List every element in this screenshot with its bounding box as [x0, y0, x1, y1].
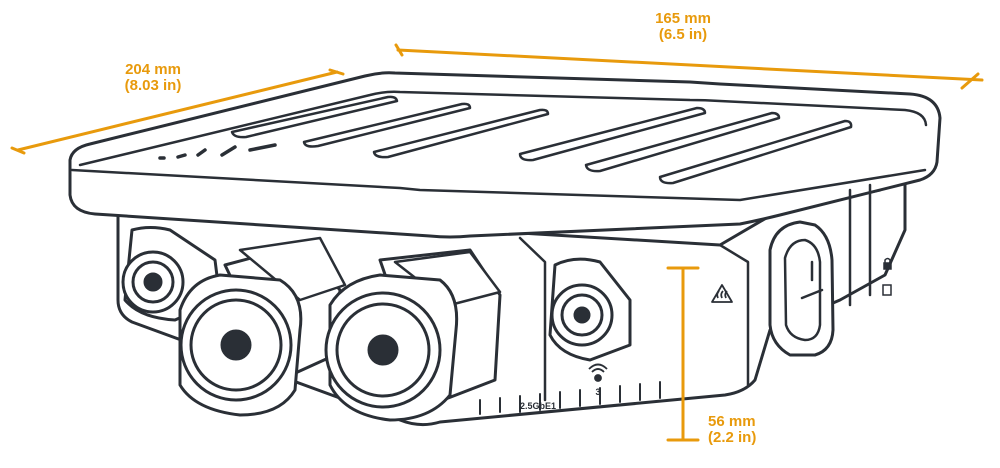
side-mount-bracket	[768, 183, 872, 357]
width-metric: 165 mm	[655, 10, 711, 27]
depth-metric: 204 mm	[125, 61, 181, 78]
hot-surface-warning-icon	[711, 284, 733, 303]
depth-dimension-label: 204 mm (8.03 in)	[98, 62, 208, 94]
width-imperial: (6.5 in)	[658, 26, 708, 43]
width-dimension-label: 165 mm (6.5 in)	[628, 11, 738, 43]
lid-logo-dots	[158, 143, 277, 160]
width-dimension-line	[396, 48, 984, 82]
lock-icon	[882, 257, 892, 296]
lid-vent-slots	[230, 95, 853, 185]
housing-fins	[479, 381, 661, 415]
height-dimension-label: 56 mm (2.2 in)	[708, 414, 798, 446]
cable-gland-2	[324, 248, 502, 422]
cable-gland-1	[178, 236, 347, 417]
antenna-connector-right	[548, 257, 632, 362]
depth-dimension-line	[16, 70, 339, 152]
height-imperial: (2.2 in)	[708, 429, 757, 446]
port-label: 2.5GbE1	[520, 401, 556, 411]
antenna-number-label: 3	[595, 387, 600, 397]
dimension-lines	[10, 43, 984, 442]
antenna-signal-icon	[588, 363, 608, 382]
height-metric: 56 mm	[708, 413, 756, 430]
depth-imperial: (8.03 in)	[124, 77, 182, 94]
